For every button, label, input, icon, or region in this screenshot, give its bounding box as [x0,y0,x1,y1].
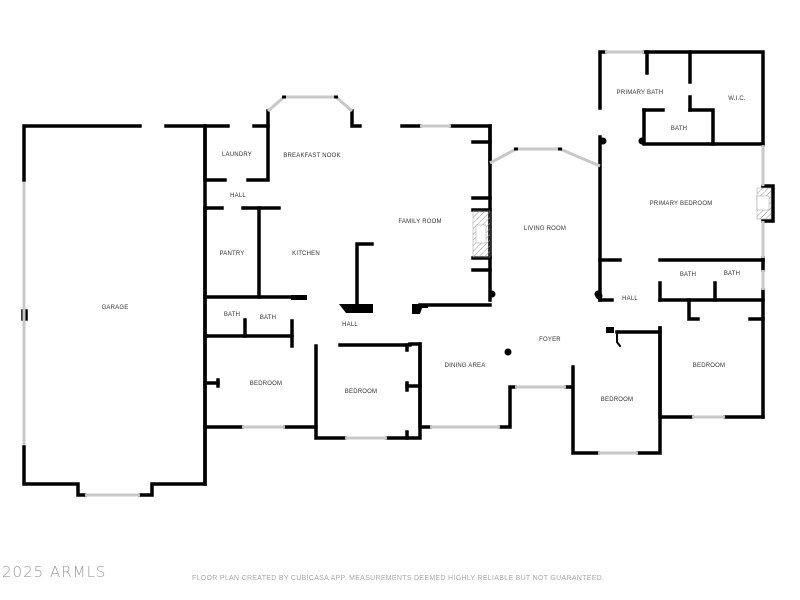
room-label-hall-1: HALL [230,193,246,199]
room-label-primary-bath: PRIMARY BATH [616,90,664,96]
laundry-wall [246,124,270,182]
disclaimer: FLOOR PLAN CREATED BY CUBICASA APP. MEAS… [192,575,605,582]
room-label-family-room: FAMILY ROOM [398,219,442,225]
room-label-bath-4: BATH [679,272,697,278]
room-label-wic: W.I.C. [728,96,746,102]
room-label-bath-2: BATH [259,315,277,321]
garage-wall [138,124,207,497]
bedroom-wall [314,344,347,440]
dining-wall [498,385,517,429]
room-label-bath-1: BATH [223,312,241,318]
columns [488,137,646,356]
primary-wall [598,50,607,110]
room-label-bedroom-3: BEDROOM [600,397,634,403]
walls [21,50,775,497]
room-label-laundry: LAUNDRY [222,152,252,158]
laundry-wall [203,124,227,182]
garage-wall [22,445,87,497]
room-label-hall-2: HALL [342,322,358,328]
room-label-kitchen: KITCHEN [292,251,320,257]
bedroom-wall [385,342,422,440]
garage-wall [22,124,142,182]
room-label-bedroom-2: BEDROOM [344,389,378,395]
room-label-living-room: LIVING ROOM [523,226,567,232]
room-label-bedroom-1: BEDROOM [249,381,283,387]
room-label-pantry: PANTRY [219,251,245,257]
watermark: 2025 ARMLS [2,563,107,581]
room-label-foyer: FOYER [539,337,561,343]
room-label-bedroom-4: BEDROOM [692,363,726,369]
windows [22,50,765,497]
dining-wall [418,342,432,429]
room-label-breakfast-nook: BREAKFAST NOOK [283,153,341,159]
room-label-bath-3: BATH [670,126,688,132]
room-label-dining-area: DINING AREA [444,363,486,369]
room-label-garage: GARAGE [101,305,129,311]
primary-wall [642,50,765,147]
room-label-hall-3: HALL [622,296,638,302]
room-label-primary-bedroom: PRIMARY BEDROOM [649,201,713,207]
room-label-bath-5: BATH [723,271,741,277]
nook-wall [350,109,362,128]
